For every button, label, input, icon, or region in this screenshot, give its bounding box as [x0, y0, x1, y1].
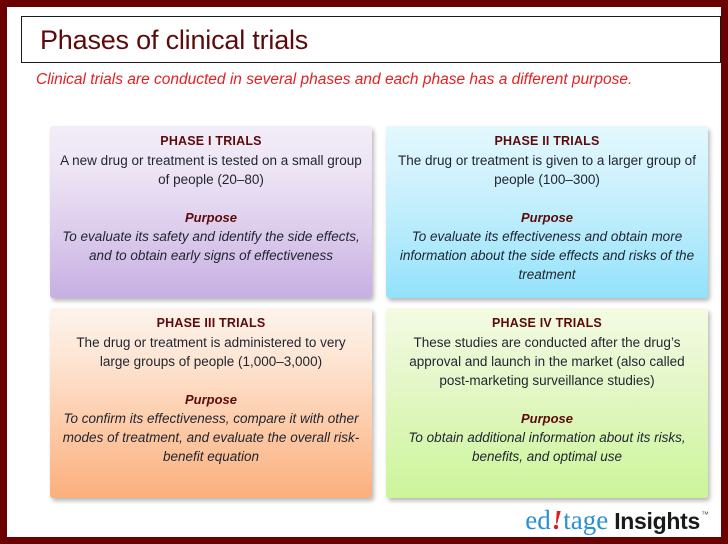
page-title: Phases of clinical trials [40, 25, 309, 55]
card-phase-3-description: The drug or treatment is administered to… [76, 335, 346, 369]
card-phase-2-description: The drug or treatment is given to a larg… [398, 153, 696, 187]
card-phase-2[interactable]: PHASE II TRIALS The drug or treatment is… [386, 126, 708, 298]
card-phase-2-purpose-label: Purpose [520, 210, 573, 225]
card-phase-1[interactable]: PHASE I TRIALS A new drug or treatment i… [50, 126, 372, 298]
editage-insights-logo[interactable]: ed ! tage Insights ™ [525, 506, 709, 535]
logo-text-ed: ed [525, 505, 551, 535]
card-phase-3-purpose-text: To confirm its effectiveness, compare it… [62, 411, 360, 464]
card-phase-1-description: A new drug or treatment is tested on a s… [60, 153, 362, 187]
card-phase-4-title: PHASE IV TRIALS [492, 316, 602, 330]
logo-exclamation-icon: ! [551, 505, 563, 535]
card-phase-1-purpose-text: To evaluate its safety and identify the … [62, 229, 360, 263]
card-phase-2-title: PHASE II TRIALS [494, 134, 600, 148]
card-phase-2-purpose-text: To evaluate its effectiveness and obtain… [399, 229, 695, 282]
card-phase-3-purpose-label: Purpose [184, 392, 237, 407]
logo-text-tage: tage [563, 505, 609, 535]
card-phase-4-purpose-label: Purpose [520, 411, 573, 426]
phase-cards-grid: PHASE I TRIALS A new drug or treatment i… [14, 14, 721, 537]
card-phase-1-title: PHASE I TRIALS [160, 134, 262, 148]
logo-text-insights: Insights [614, 508, 700, 534]
card-phase-3[interactable]: PHASE III TRIALS The drug or treatment i… [50, 308, 372, 498]
card-phase-1-purpose-label: Purpose [184, 210, 237, 225]
card-phase-4[interactable]: PHASE IV TRIALS These studies are conduc… [386, 308, 708, 498]
title-block: Phases of clinical trials [21, 16, 721, 63]
card-phase-3-title: PHASE III TRIALS [156, 316, 266, 330]
card-phase-4-purpose-text: To obtain additional information about i… [408, 430, 686, 464]
subtitle-text: Clinical trials are conducted in several… [36, 71, 633, 88]
card-phase-4-description: These studies are conducted after the dr… [409, 335, 685, 388]
logo-trademark-icon: ™ [701, 510, 709, 519]
slide-inner: Phases of clinical trials Clinical trial… [14, 14, 721, 537]
